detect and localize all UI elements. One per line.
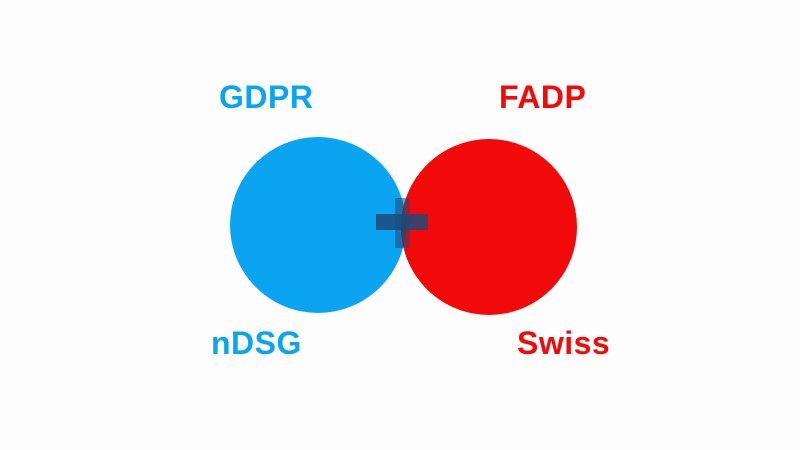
- blue-circle: [230, 137, 406, 313]
- label-gdpr: GDPR: [219, 79, 314, 115]
- label-ndsg: nDSG: [211, 325, 302, 361]
- cross-vertical-bar: [395, 198, 410, 248]
- label-fadp: FADP: [499, 79, 587, 115]
- label-swiss: Swiss: [517, 325, 611, 361]
- red-circle: [401, 139, 577, 315]
